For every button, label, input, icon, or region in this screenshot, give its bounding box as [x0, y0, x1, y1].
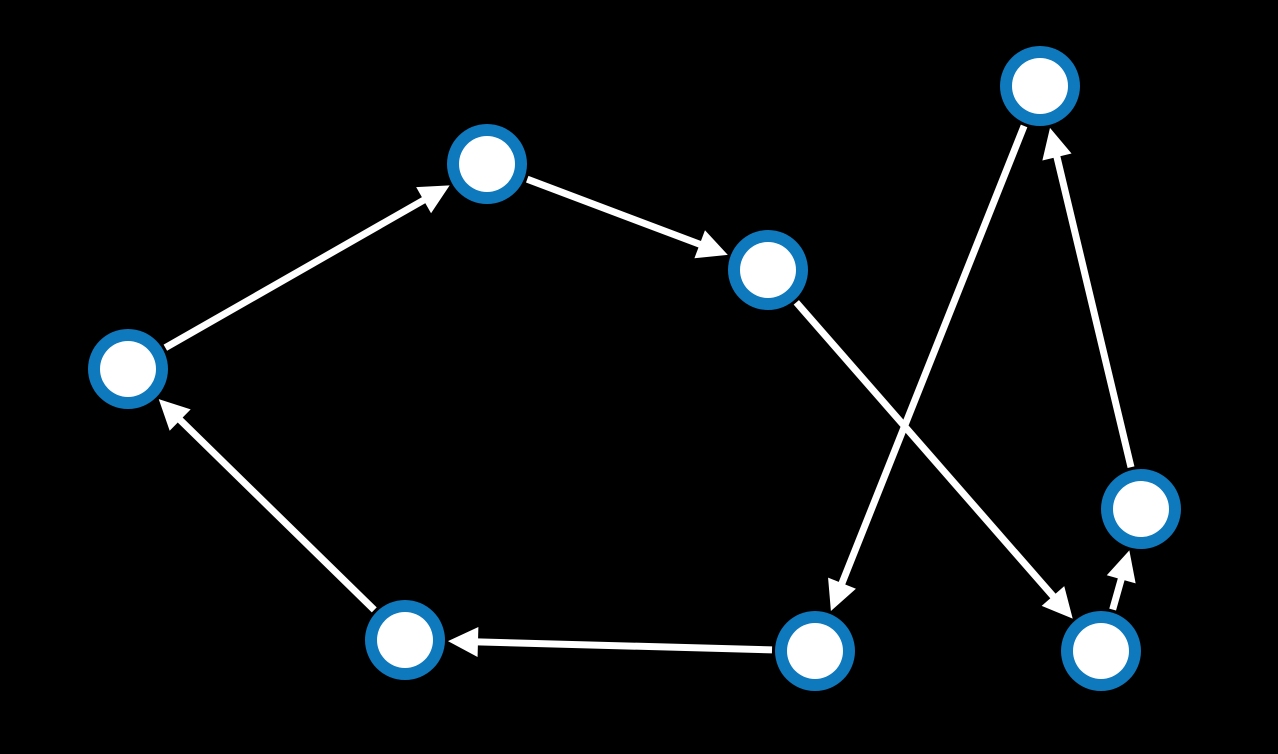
- node-upper-middle-core: [740, 242, 796, 298]
- node-upper-left[interactable]: [447, 124, 527, 204]
- edge-middle-right-to-top-right-arrowhead-icon: [1042, 127, 1072, 161]
- edge-left-to-upper-left-arrowhead-icon: [416, 185, 450, 214]
- edge-bottom-middle-to-bottom-left-shaft: [472, 638, 773, 654]
- node-bottom-middle[interactable]: [775, 611, 855, 691]
- node-top-right-core: [1012, 58, 1068, 114]
- edge-bottom-left-to-left-arrowhead-icon: [158, 399, 191, 431]
- node-bottom-left-core: [377, 612, 433, 668]
- edge-bottom-middle-to-bottom-left[interactable]: [447, 626, 773, 657]
- edge-upper-left-to-upper-middle[interactable]: [525, 175, 728, 259]
- node-left[interactable]: [88, 329, 168, 409]
- node-bottom-left[interactable]: [365, 600, 445, 680]
- edge-top-right-to-bottom-middle-shaft: [836, 124, 1028, 590]
- edge-bottom-right-to-middle-right[interactable]: [1106, 550, 1136, 611]
- edges-layer: [158, 124, 1136, 657]
- edge-bottom-middle-to-bottom-left-arrowhead-icon: [447, 626, 479, 657]
- node-bottom-right[interactable]: [1061, 611, 1141, 691]
- node-upper-left-core: [459, 136, 515, 192]
- edge-middle-right-to-top-right[interactable]: [1042, 127, 1135, 468]
- edge-bottom-left-to-left-shaft: [173, 413, 377, 613]
- edge-top-right-to-bottom-middle[interactable]: [828, 124, 1028, 612]
- node-bottom-middle-core: [787, 623, 843, 679]
- node-bottom-right-core: [1073, 623, 1129, 679]
- node-upper-middle[interactable]: [728, 230, 808, 310]
- edge-upper-middle-to-bottom-right-arrowhead-icon: [1041, 586, 1073, 619]
- edge-upper-left-to-upper-middle-shaft: [525, 175, 706, 250]
- edge-upper-middle-to-bottom-right-shaft: [793, 300, 1060, 603]
- edge-middle-right-to-top-right-shaft: [1052, 150, 1135, 468]
- node-middle-right[interactable]: [1101, 469, 1181, 549]
- edge-left-to-upper-left[interactable]: [163, 185, 450, 351]
- edge-bottom-left-to-left[interactable]: [158, 399, 377, 613]
- node-top-right[interactable]: [1000, 46, 1080, 126]
- node-middle-right-core: [1113, 481, 1169, 537]
- edge-top-right-to-bottom-middle-arrowhead-icon: [828, 577, 856, 612]
- edge-left-to-upper-left-shaft: [163, 194, 431, 351]
- node-left-core: [100, 341, 156, 397]
- edge-upper-middle-to-bottom-right[interactable]: [793, 300, 1073, 619]
- edge-upper-left-to-upper-middle-arrowhead-icon: [694, 230, 728, 259]
- nodes-layer: [88, 46, 1181, 691]
- edge-bottom-right-to-middle-right-shaft: [1109, 573, 1127, 611]
- edge-bottom-right-to-middle-right-arrowhead-icon: [1106, 550, 1136, 584]
